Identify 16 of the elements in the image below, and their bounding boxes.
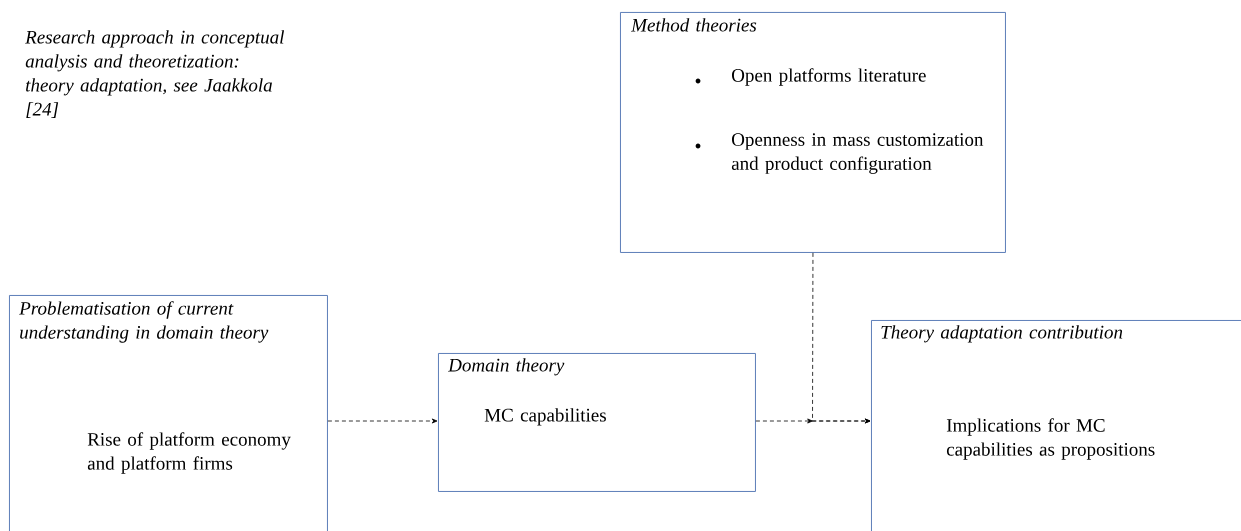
theory-box — [620, 12, 1006, 253]
body-text: Implications for MC capabilities as propositions — [946, 418, 1155, 460]
box-heading: Method theories — [631, 18, 757, 32]
box-heading: Problematisation of current understanding in domain theory — [19, 301, 269, 343]
bullet-item: Open platforms literature — [732, 68, 926, 86]
theory-box — [871, 320, 1241, 531]
note-text: Research approach in conceptual analysis and theoretization: theory adaptation, see Jaakkola [24] — [25, 30, 285, 118]
body-text: Rise of platform economy and platform firms — [87, 432, 291, 474]
body-text: MC capabilities — [484, 408, 606, 426]
box-heading: Domain theory — [448, 358, 565, 376]
theory-box — [9, 295, 328, 531]
bullet-item: Openness in mass customization and product configuration — [731, 133, 984, 174]
arrow — [807, 252, 871, 424]
box-heading: Theory adaptation contribution — [881, 325, 1123, 343]
arrow — [327, 418, 438, 424]
theory-box — [438, 353, 756, 492]
